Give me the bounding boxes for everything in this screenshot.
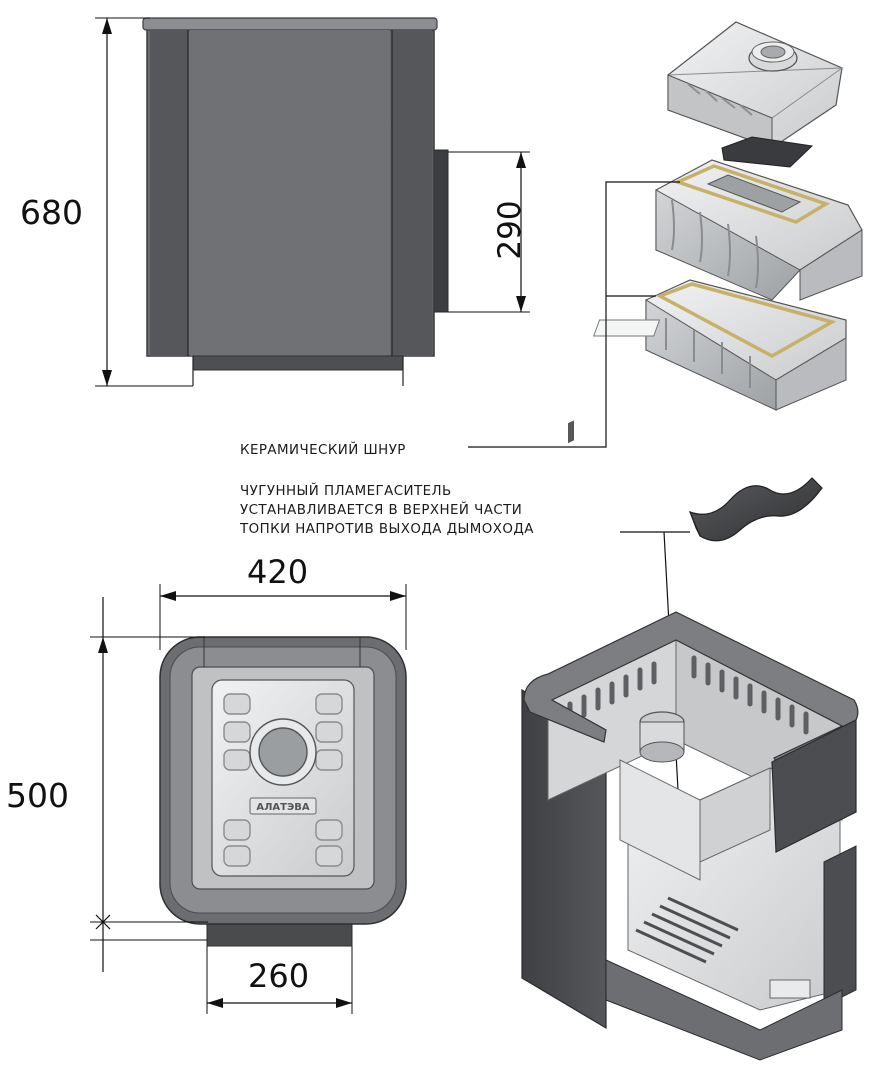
callout-flame-line-3: ТОПКИ НАПРОТИВ ВЫХОДА ДЫМОХОДА xyxy=(240,522,534,537)
side-base xyxy=(192,355,404,371)
upper-section xyxy=(655,159,863,301)
top-lid xyxy=(667,21,844,149)
lower-section xyxy=(593,279,847,411)
dim-label-420: 420 xyxy=(247,553,309,591)
cutaway-rim xyxy=(523,611,859,765)
top-view: АЛАТЭВА xyxy=(90,584,407,1014)
top-door xyxy=(206,921,353,947)
dim-label-260: 260 xyxy=(248,957,310,995)
dim-label-500: 500 xyxy=(6,776,69,815)
side-left-post xyxy=(150,30,188,356)
side-right-post xyxy=(392,30,432,356)
callout-flame-line-2: УСТАНАВЛИВАЕТСЯ В ВЕРХНЕЙ ЧАСТИ xyxy=(240,503,523,518)
gasket-plate xyxy=(721,136,814,168)
cutaway-view xyxy=(521,420,859,1061)
flame-diffuser xyxy=(688,477,823,542)
dim-label-680: 680 xyxy=(20,193,83,232)
callout-flame-diffuser: ЧУГУННЫЙ ПЛАМЕГАСИТЕЛЬ УСТАНАВЛИВАЕТСЯ В… xyxy=(240,482,534,539)
top-chimney-inner xyxy=(258,727,308,777)
dim-label-290: 290 xyxy=(492,200,528,260)
side-view xyxy=(95,17,530,387)
leader-ceramic-cord xyxy=(468,181,680,448)
brand-plate xyxy=(249,797,317,815)
callout-flame-line-1: ЧУГУННЫЙ ПЛАМЕГАСИТЕЛЬ xyxy=(240,484,452,499)
brand-plate-text: АЛАТЭВА xyxy=(256,802,310,813)
side-top-rim xyxy=(142,17,438,31)
callout-ceramic-cord: КЕРАМИЧЕСКИЙ ШНУР xyxy=(240,443,406,458)
exploded-view xyxy=(468,21,863,791)
